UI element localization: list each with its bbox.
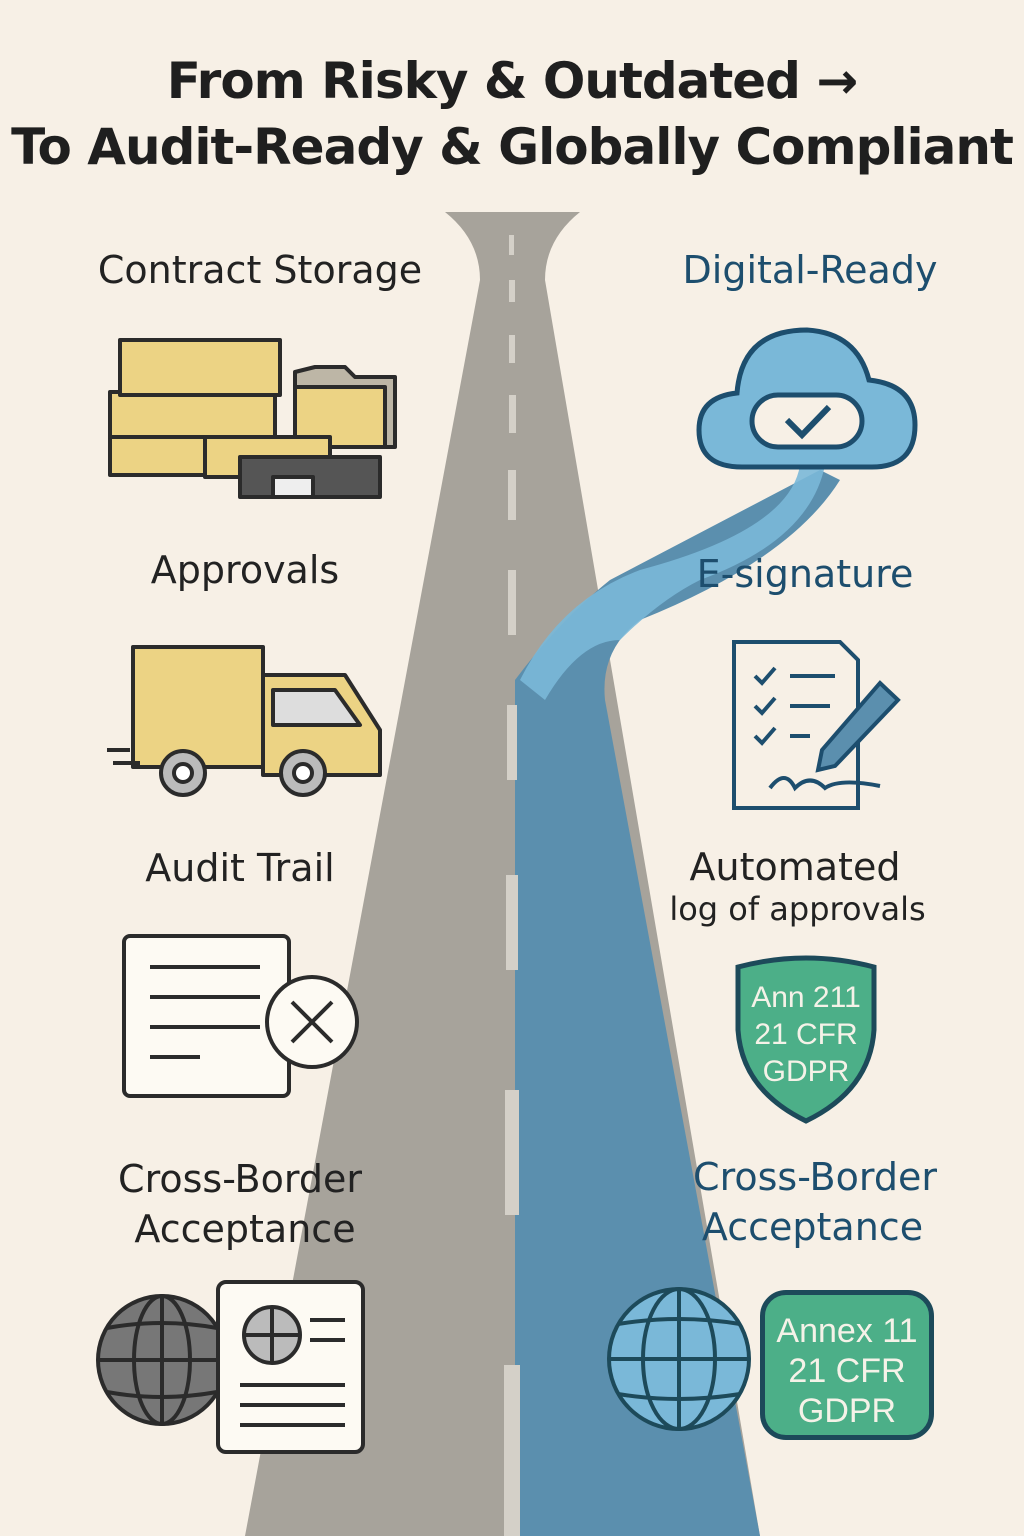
badge-line-2: 21 CFR bbox=[788, 1352, 906, 1390]
globe-compliance-badge-icon: Annex 11 21 CFR GDPR bbox=[760, 1290, 934, 1440]
label-approvals: Approvals bbox=[150, 548, 340, 592]
label-audit-trail: Audit Trail bbox=[145, 846, 335, 890]
signed-checklist-icon bbox=[732, 640, 901, 810]
digital-stream bbox=[520, 465, 825, 700]
compliance-shield-icon: Ann 211 21 CFR GDPR bbox=[730, 955, 882, 1125]
badge-line-1: Annex 11 bbox=[776, 1312, 918, 1350]
document-missing-icon bbox=[122, 934, 359, 1098]
cloud-check-icon bbox=[696, 327, 918, 470]
badge-line-3: GDPR bbox=[797, 1392, 897, 1430]
label-left-cross-border: Cross-Border bbox=[118, 1157, 362, 1201]
shield-line-1: Ann 211 bbox=[751, 981, 861, 1014]
lane-dashes bbox=[504, 235, 520, 1536]
globe-and-passport-icon bbox=[96, 1280, 365, 1454]
label-contract-storage: Contract Storage bbox=[97, 248, 423, 292]
label-automated: Automated bbox=[689, 845, 901, 889]
label-log-of-approvals: log of approvals bbox=[669, 890, 926, 928]
delivery-truck-icon bbox=[107, 645, 382, 797]
globe-blue-icon bbox=[607, 1287, 751, 1431]
paper-files-stack-icon bbox=[108, 338, 397, 499]
digital-lane bbox=[515, 470, 840, 1536]
label-digital-ready: Digital-Ready bbox=[682, 248, 938, 292]
title-line-2: To Audit-Ready & Globally Compliant bbox=[11, 118, 1014, 176]
label-e-signature: E-signature bbox=[696, 552, 914, 596]
label-right-acceptance: Acceptance bbox=[701, 1205, 924, 1249]
label-right-cross-border: Cross-Border bbox=[693, 1155, 937, 1199]
shield-line-3: GDPR bbox=[762, 1055, 850, 1088]
shield-line-2: 21 CFR bbox=[754, 1018, 858, 1051]
title-line-1: From Risky & Outdated → bbox=[166, 52, 859, 110]
label-left-acceptance: Acceptance bbox=[134, 1207, 356, 1251]
